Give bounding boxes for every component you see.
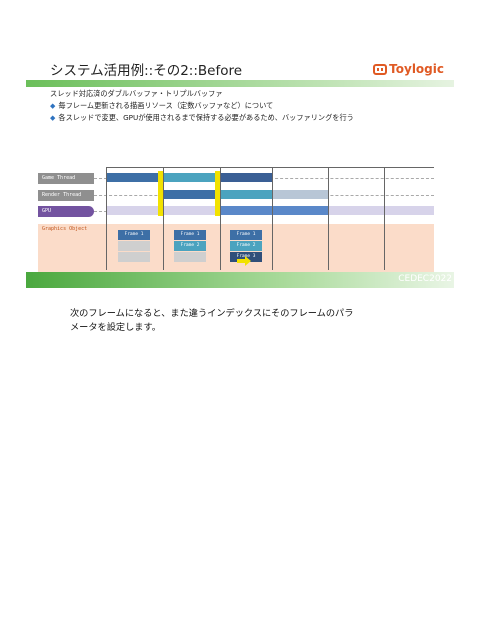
game-thread-bar — [106, 173, 161, 182]
slide: システム活用例::その2::Before Toylogic スレッド対応済のダブ… — [26, 56, 454, 288]
buffer-slot: Frame 1 — [230, 230, 262, 240]
intro-text: スレッド対応済のダブルバッファ・トリプルバッファ — [50, 89, 223, 98]
cedec-logo: CEDEC2022 — [398, 274, 452, 284]
bullet-1-text: 毎フレーム更新される描画リソース（定数バッファなど）について — [58, 101, 274, 110]
bullet-1: ◆毎フレーム更新される描画リソース（定数バッファなど）について — [50, 101, 273, 111]
cedec-name: CEDEC — [398, 274, 430, 284]
sync-marker — [215, 171, 220, 216]
buffer-slot — [118, 241, 150, 251]
buffer-slot — [118, 252, 150, 262]
render-thread-bar — [272, 190, 328, 199]
graphics-object-label: Graphics Object — [42, 226, 88, 232]
buffer-slot: Frame 2 — [174, 241, 206, 251]
bullet-2: ◆各スレッドで変更、GPUが使用されるまで保持する必要があるため、バッファリング… — [50, 113, 354, 123]
buffer-slot: Frame 1 — [174, 230, 206, 240]
caption-line-2: メータを設定します。 — [70, 322, 161, 333]
buffer-slot: Frame 1 — [118, 230, 150, 240]
sync-marker — [158, 171, 163, 216]
toylogic-logo-icon — [373, 63, 388, 75]
frame-boundary — [163, 168, 164, 270]
logo-text: Toylogic — [389, 62, 444, 76]
lane-label-render-thread: Render Thread — [38, 190, 94, 201]
slide-title: システム活用例::その2::Before — [50, 63, 243, 79]
caption-line-1: 次のフレームになると、また違うインデックスにそのフレームのパラ — [70, 308, 354, 319]
buffer-slot: Frame 2 — [230, 241, 262, 251]
toylogic-logo: Toylogic — [373, 62, 444, 76]
frame-boundary — [106, 168, 107, 270]
game-thread-bar — [163, 173, 218, 182]
diamond-bullet-icon: ◆ — [50, 114, 56, 122]
title-rule — [26, 80, 454, 87]
game-thread-bar — [220, 173, 272, 182]
gpu-bar — [220, 206, 328, 215]
lane-label-gpu: GPU — [38, 206, 94, 217]
bullet-2-text: 各スレッドで変更、GPUが使用されるまで保持する必要があるため、バッファリングを… — [58, 113, 354, 122]
render-thread-bar — [220, 190, 272, 199]
frame-boundary — [328, 168, 329, 270]
footer-bar — [26, 272, 454, 288]
cedec-year: 2022 — [429, 274, 452, 284]
buffer-slot — [174, 252, 206, 262]
timeline-top-rule — [106, 167, 434, 168]
frame-boundary — [220, 168, 221, 270]
lane-label-game-thread: Game Thread — [38, 173, 94, 184]
frame-boundary — [272, 168, 273, 270]
arrow-right-icon — [237, 256, 251, 266]
frame-boundary — [384, 168, 385, 270]
render-thread-bar — [163, 190, 218, 199]
diamond-bullet-icon: ◆ — [50, 102, 56, 110]
